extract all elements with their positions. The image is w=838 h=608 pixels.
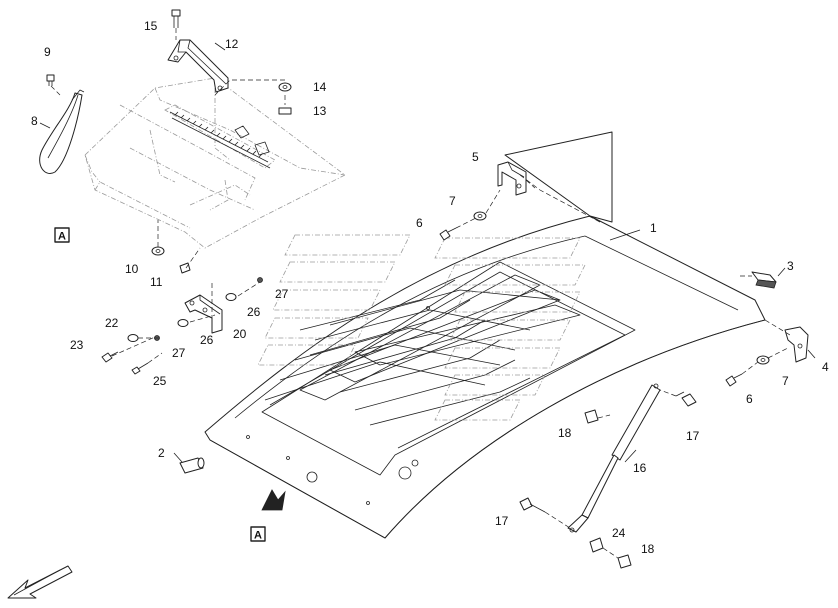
svg-text:A: A: [254, 530, 262, 542]
callout-22: 22: [105, 316, 119, 330]
latch-part-3: [751, 271, 777, 289]
callout-2: 2: [158, 446, 165, 460]
callout-17-right: 17: [686, 429, 700, 443]
callout-6-top: 6: [416, 216, 423, 230]
callout-5: 5: [472, 150, 479, 164]
callout-16: 16: [633, 461, 647, 475]
washer-part-13: [278, 107, 292, 115]
callout-26-top: 26: [247, 305, 261, 319]
latch-bracket-part-20: [184, 294, 223, 334]
callout-18-top: 18: [558, 426, 572, 440]
screw-part-6b: [725, 373, 743, 387]
callout-25: 25: [153, 374, 167, 388]
screw-part-6a: [439, 227, 457, 241]
callout-27-bottom: 27: [172, 346, 186, 360]
callout-7-right: 7: [782, 374, 789, 388]
washer-part-7a: [473, 211, 487, 221]
leader-lines: [50, 28, 791, 559]
cover-holes: [246, 306, 430, 505]
callout-18-bottom: 18: [641, 542, 655, 556]
washer-part-22: [127, 334, 139, 342]
view-arrow-a: [261, 489, 286, 511]
nut-part-14: [278, 82, 292, 92]
bushing-part-24: [589, 537, 604, 553]
callout-27-top: 27: [275, 287, 289, 301]
view-tag-top: A: [54, 227, 70, 243]
callout-15: 15: [144, 19, 158, 33]
washer-part-26a: [225, 293, 237, 301]
callout-labels: 15 12 9 14 13 8 10 11 27 26 22 20 23 26 …: [31, 19, 829, 556]
hinge-part-5: [497, 161, 527, 196]
grille-louvers: [264, 274, 581, 426]
spacer-part-18b: [617, 554, 632, 569]
nut-part-27a: [257, 277, 263, 283]
frame-hinge-detail: [169, 111, 271, 169]
cover-panel: [204, 131, 766, 539]
orientation-arrow-icon: [7, 565, 73, 599]
strap-part-8: [39, 89, 85, 174]
callout-20: 20: [233, 327, 247, 341]
handle-part-12: [167, 39, 229, 93]
callout-3: 3: [787, 259, 794, 273]
callout-12: 12: [225, 37, 239, 51]
callout-10: 10: [125, 262, 139, 276]
frame-phantom-outline: [84, 77, 346, 249]
callout-23: 23: [70, 338, 84, 352]
screw-part-9: [46, 74, 55, 86]
hinge-part-4: [784, 326, 809, 363]
washer-part-7b: [756, 355, 770, 365]
callout-ticks: [39, 42, 816, 463]
view-tag-bottom: A: [250, 526, 266, 542]
washer-part-10: [151, 246, 165, 256]
bolt-part-17a: [675, 391, 697, 407]
callout-17-bottom: 17: [495, 514, 509, 528]
callout-13: 13: [313, 104, 327, 118]
callout-14: 14: [313, 80, 327, 94]
callout-9: 9: [44, 45, 51, 59]
pin-part-2: [179, 457, 205, 474]
callout-4: 4: [822, 360, 829, 374]
callout-24: 24: [612, 526, 626, 540]
washer-part-26b: [177, 319, 189, 327]
gas-strut-part-16: [567, 383, 661, 533]
callout-8: 8: [31, 114, 38, 128]
svg-text:A: A: [58, 231, 66, 243]
callout-7-top: 7: [449, 194, 456, 208]
callout-26-bottom: 26: [200, 333, 214, 347]
callout-1: 1: [650, 221, 657, 235]
bolt-part-15: [171, 9, 181, 28]
spacer-part-18a: [584, 409, 599, 424]
screw-part-23: [101, 351, 119, 363]
bolt-part-17b: [519, 497, 546, 513]
callout-6-right: 6: [746, 392, 753, 406]
screw-part-25: [131, 362, 149, 375]
louver-reflection: [257, 234, 586, 421]
callout-11: 11: [150, 275, 163, 289]
